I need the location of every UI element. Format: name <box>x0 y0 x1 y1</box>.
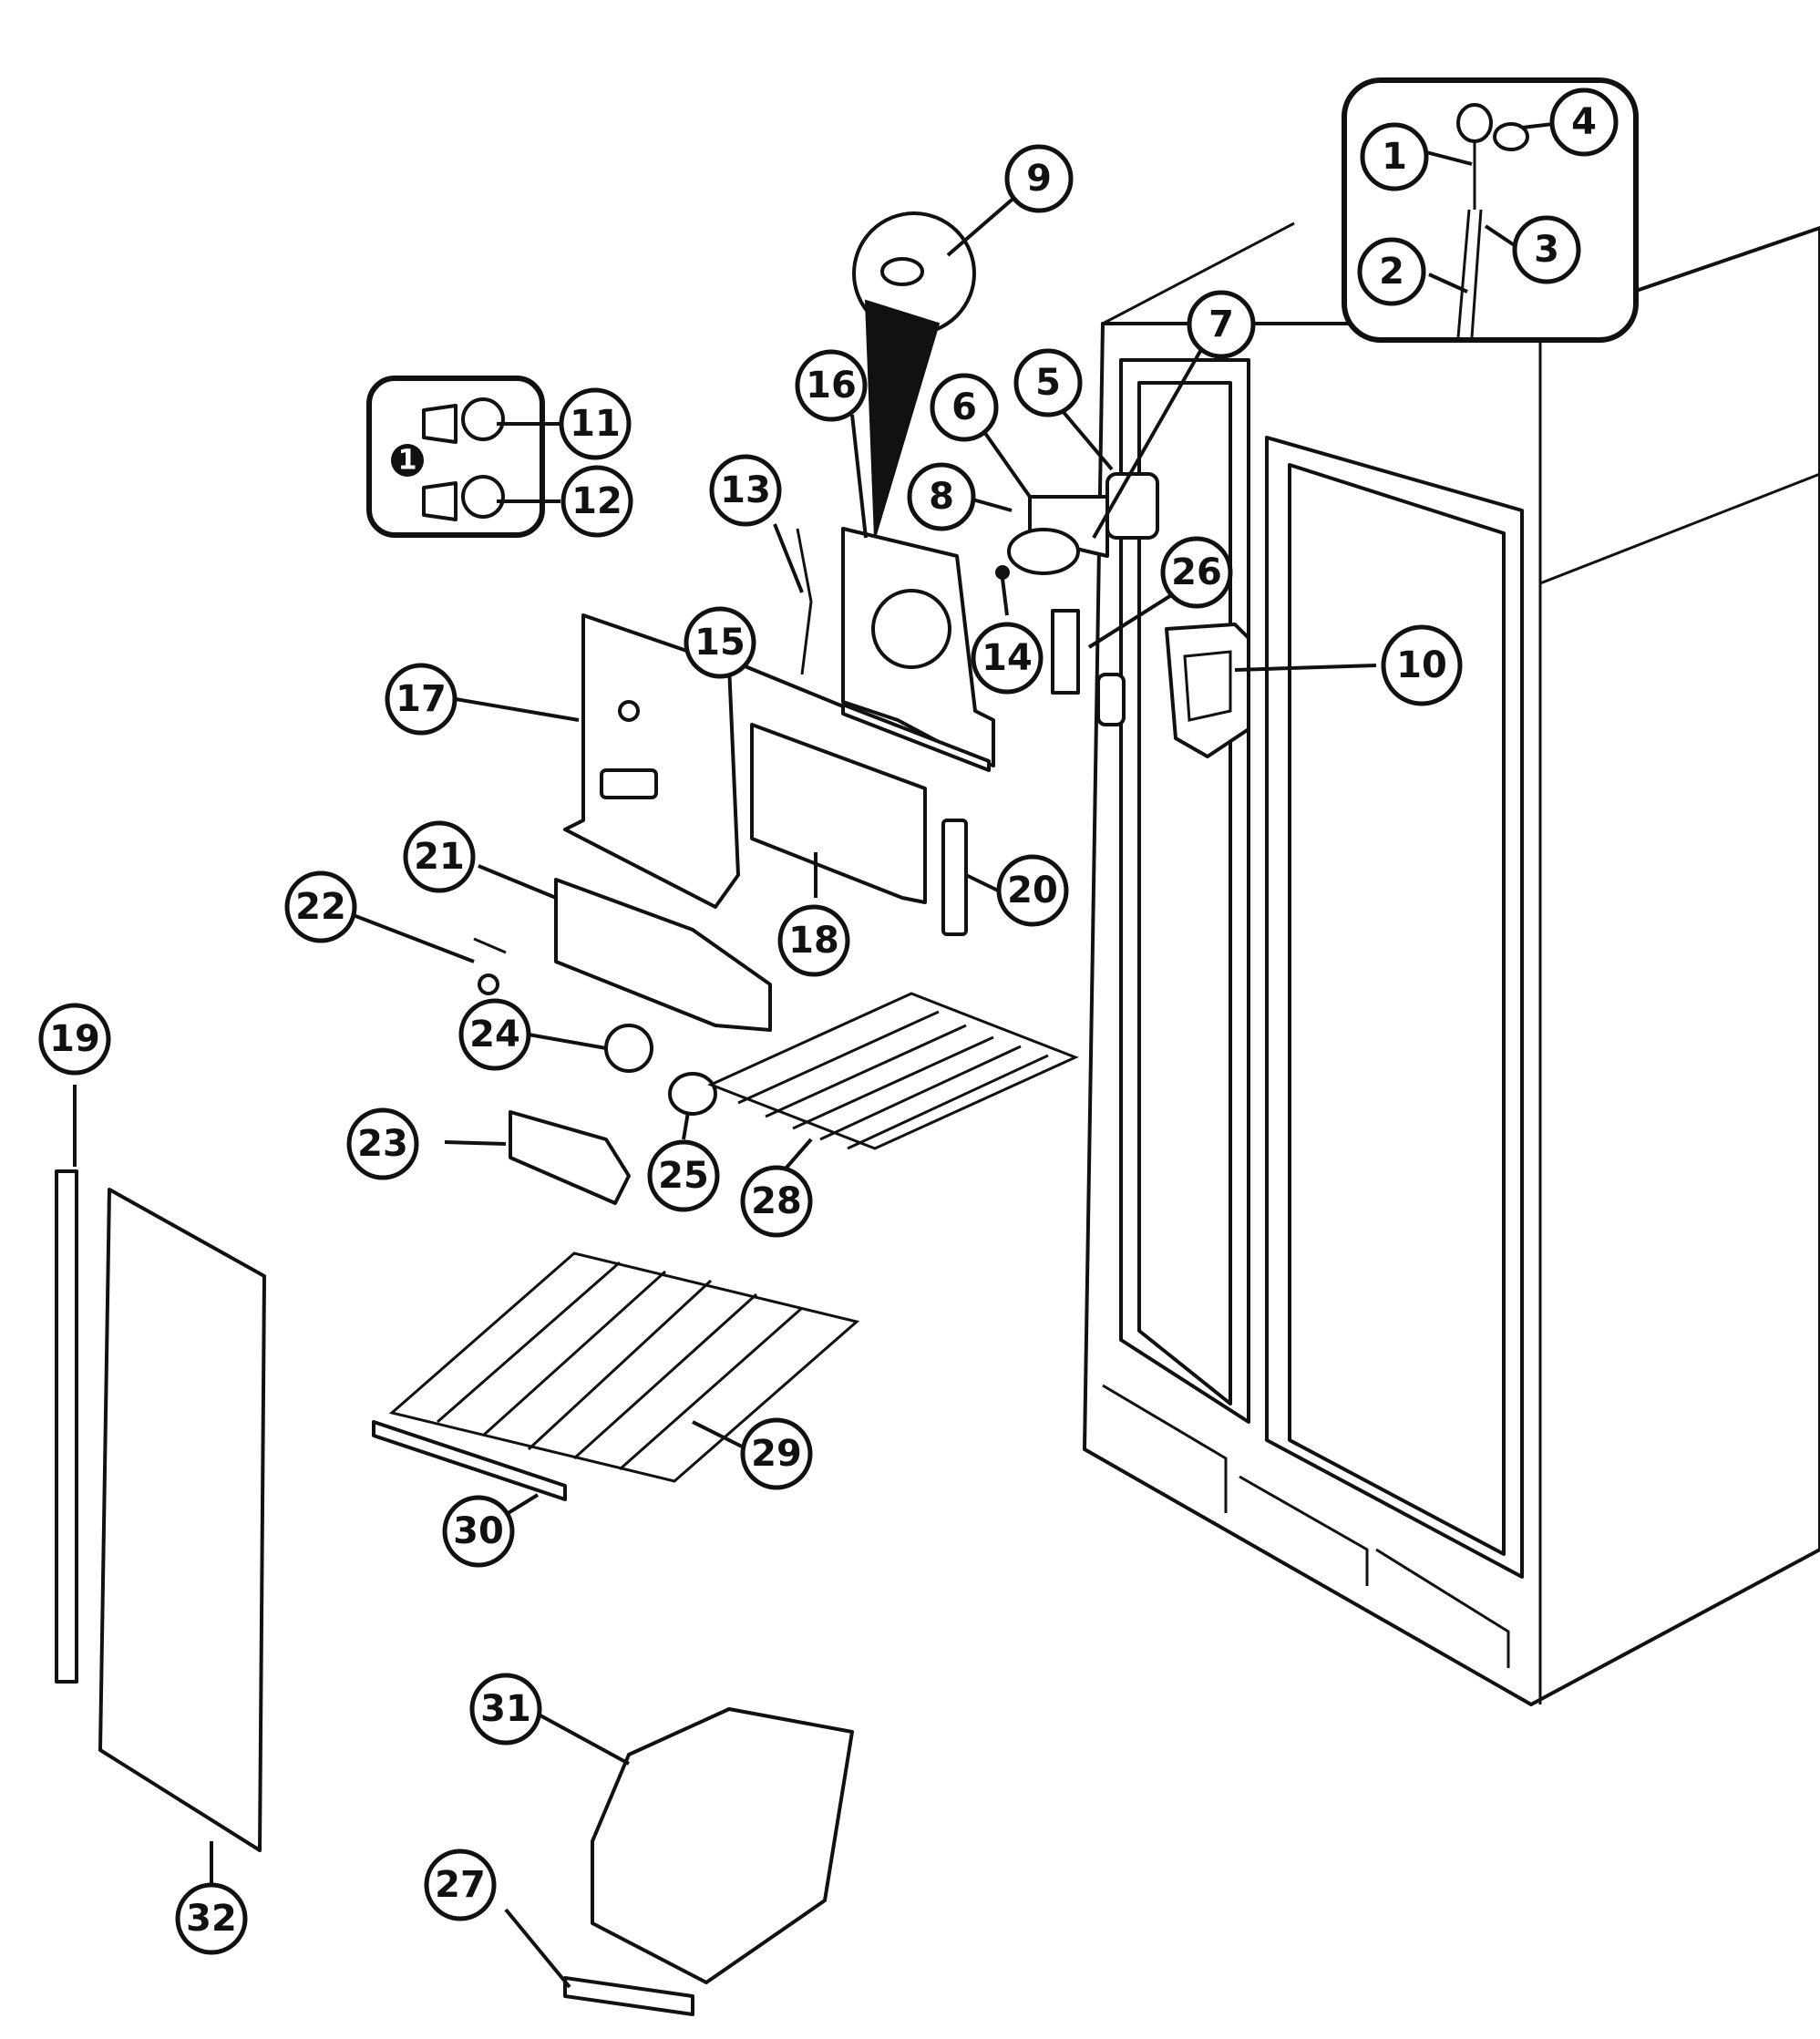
svg-text:2: 2 <box>1379 251 1404 293</box>
callout-2: 2 <box>1357 237 1426 306</box>
callout-7: 7 <box>1187 290 1256 359</box>
callout-31: 31 <box>469 1673 542 1746</box>
svg-text:14: 14 <box>982 637 1033 679</box>
rail <box>55 1169 78 1684</box>
callout-11: 11 <box>559 387 632 460</box>
svg-text:8: 8 <box>929 476 954 518</box>
callouts: 1 2 3 4 5 6 7 8 9 10 11 12 13 14 15 16 1… <box>38 88 1619 1955</box>
callout-3: 3 <box>1512 215 1581 284</box>
callout-1: 1 <box>1360 122 1429 191</box>
callout-18: 18 <box>777 904 850 977</box>
svg-text:32: 32 <box>186 1898 237 1940</box>
callout-22: 22 <box>284 870 357 943</box>
lamp-shield <box>509 1110 631 1205</box>
callout-28: 28 <box>740 1165 813 1238</box>
svg-text:9: 9 <box>1026 158 1052 200</box>
refrigerator-cabinet <box>1083 221 1820 1706</box>
callout-29: 29 <box>740 1417 813 1490</box>
svg-text:18: 18 <box>788 920 839 962</box>
callout-30: 30 <box>442 1495 515 1568</box>
svg-text:12: 12 <box>571 480 622 522</box>
callout-24: 24 <box>458 998 531 1071</box>
callout-23: 23 <box>346 1107 419 1180</box>
svg-text:30: 30 <box>453 1510 504 1552</box>
svg-text:27: 27 <box>435 1864 486 1906</box>
svg-text:4: 4 <box>1571 101 1597 143</box>
svg-text:26: 26 <box>1171 551 1222 593</box>
callout-26: 26 <box>1160 536 1233 609</box>
svg-text:6: 6 <box>951 386 977 428</box>
water-valve-drawing <box>1456 103 1529 338</box>
svg-text:22: 22 <box>295 886 346 928</box>
callout-10: 10 <box>1381 624 1463 706</box>
callout-20: 20 <box>996 854 1069 927</box>
svg-text:15: 15 <box>694 622 745 664</box>
callout-19: 19 <box>38 1003 111 1076</box>
svg-text:3: 3 <box>1534 229 1559 271</box>
svg-text:23: 23 <box>357 1123 408 1165</box>
zoom-pointer <box>864 299 941 539</box>
svg-text:1: 1 <box>1382 136 1407 178</box>
svg-text:20: 20 <box>1007 870 1058 911</box>
callout-4: 4 <box>1549 88 1619 157</box>
light-shield <box>750 723 927 904</box>
svg-text:21: 21 <box>414 836 465 878</box>
callout-25: 25 <box>647 1139 720 1212</box>
callout-17: 17 <box>385 663 458 736</box>
callout-27: 27 <box>424 1848 497 1921</box>
svg-text:28: 28 <box>751 1180 802 1222</box>
svg-text:7: 7 <box>1208 304 1234 345</box>
callout-15: 15 <box>684 606 756 679</box>
note-badge-circle <box>391 444 424 477</box>
svg-text:13: 13 <box>720 469 771 511</box>
crisper-bin <box>591 1707 854 1984</box>
callout-12: 12 <box>560 465 633 538</box>
svg-text:31: 31 <box>480 1688 531 1730</box>
callout-6: 6 <box>930 373 999 442</box>
callout-8: 8 <box>907 462 976 531</box>
rear-panel <box>98 1188 266 1852</box>
callout-21: 21 <box>403 820 476 893</box>
callout-32: 32 <box>175 1882 248 1955</box>
svg-text:5: 5 <box>1035 362 1061 404</box>
svg-text:29: 29 <box>751 1433 802 1475</box>
svg-text:24: 24 <box>469 1014 520 1056</box>
svg-text:11: 11 <box>570 403 621 445</box>
wire-shelf-small <box>707 992 1079 1150</box>
callout-5: 5 <box>1013 348 1083 417</box>
callout-9: 9 <box>1004 144 1074 213</box>
svg-text:19: 19 <box>49 1018 100 1060</box>
plug-icons <box>422 397 505 521</box>
svg-text:17: 17 <box>396 678 447 720</box>
callout-14: 14 <box>971 622 1044 695</box>
svg-text:25: 25 <box>658 1155 709 1197</box>
callout-13: 13 <box>709 454 782 527</box>
wire-shelf-large <box>388 1251 860 1483</box>
control-bracket <box>554 878 772 1032</box>
svg-text:10: 10 <box>1396 644 1447 686</box>
note-badge: 1 <box>398 445 417 477</box>
svg-text:16: 16 <box>806 365 857 407</box>
callout-16: 16 <box>795 349 868 422</box>
